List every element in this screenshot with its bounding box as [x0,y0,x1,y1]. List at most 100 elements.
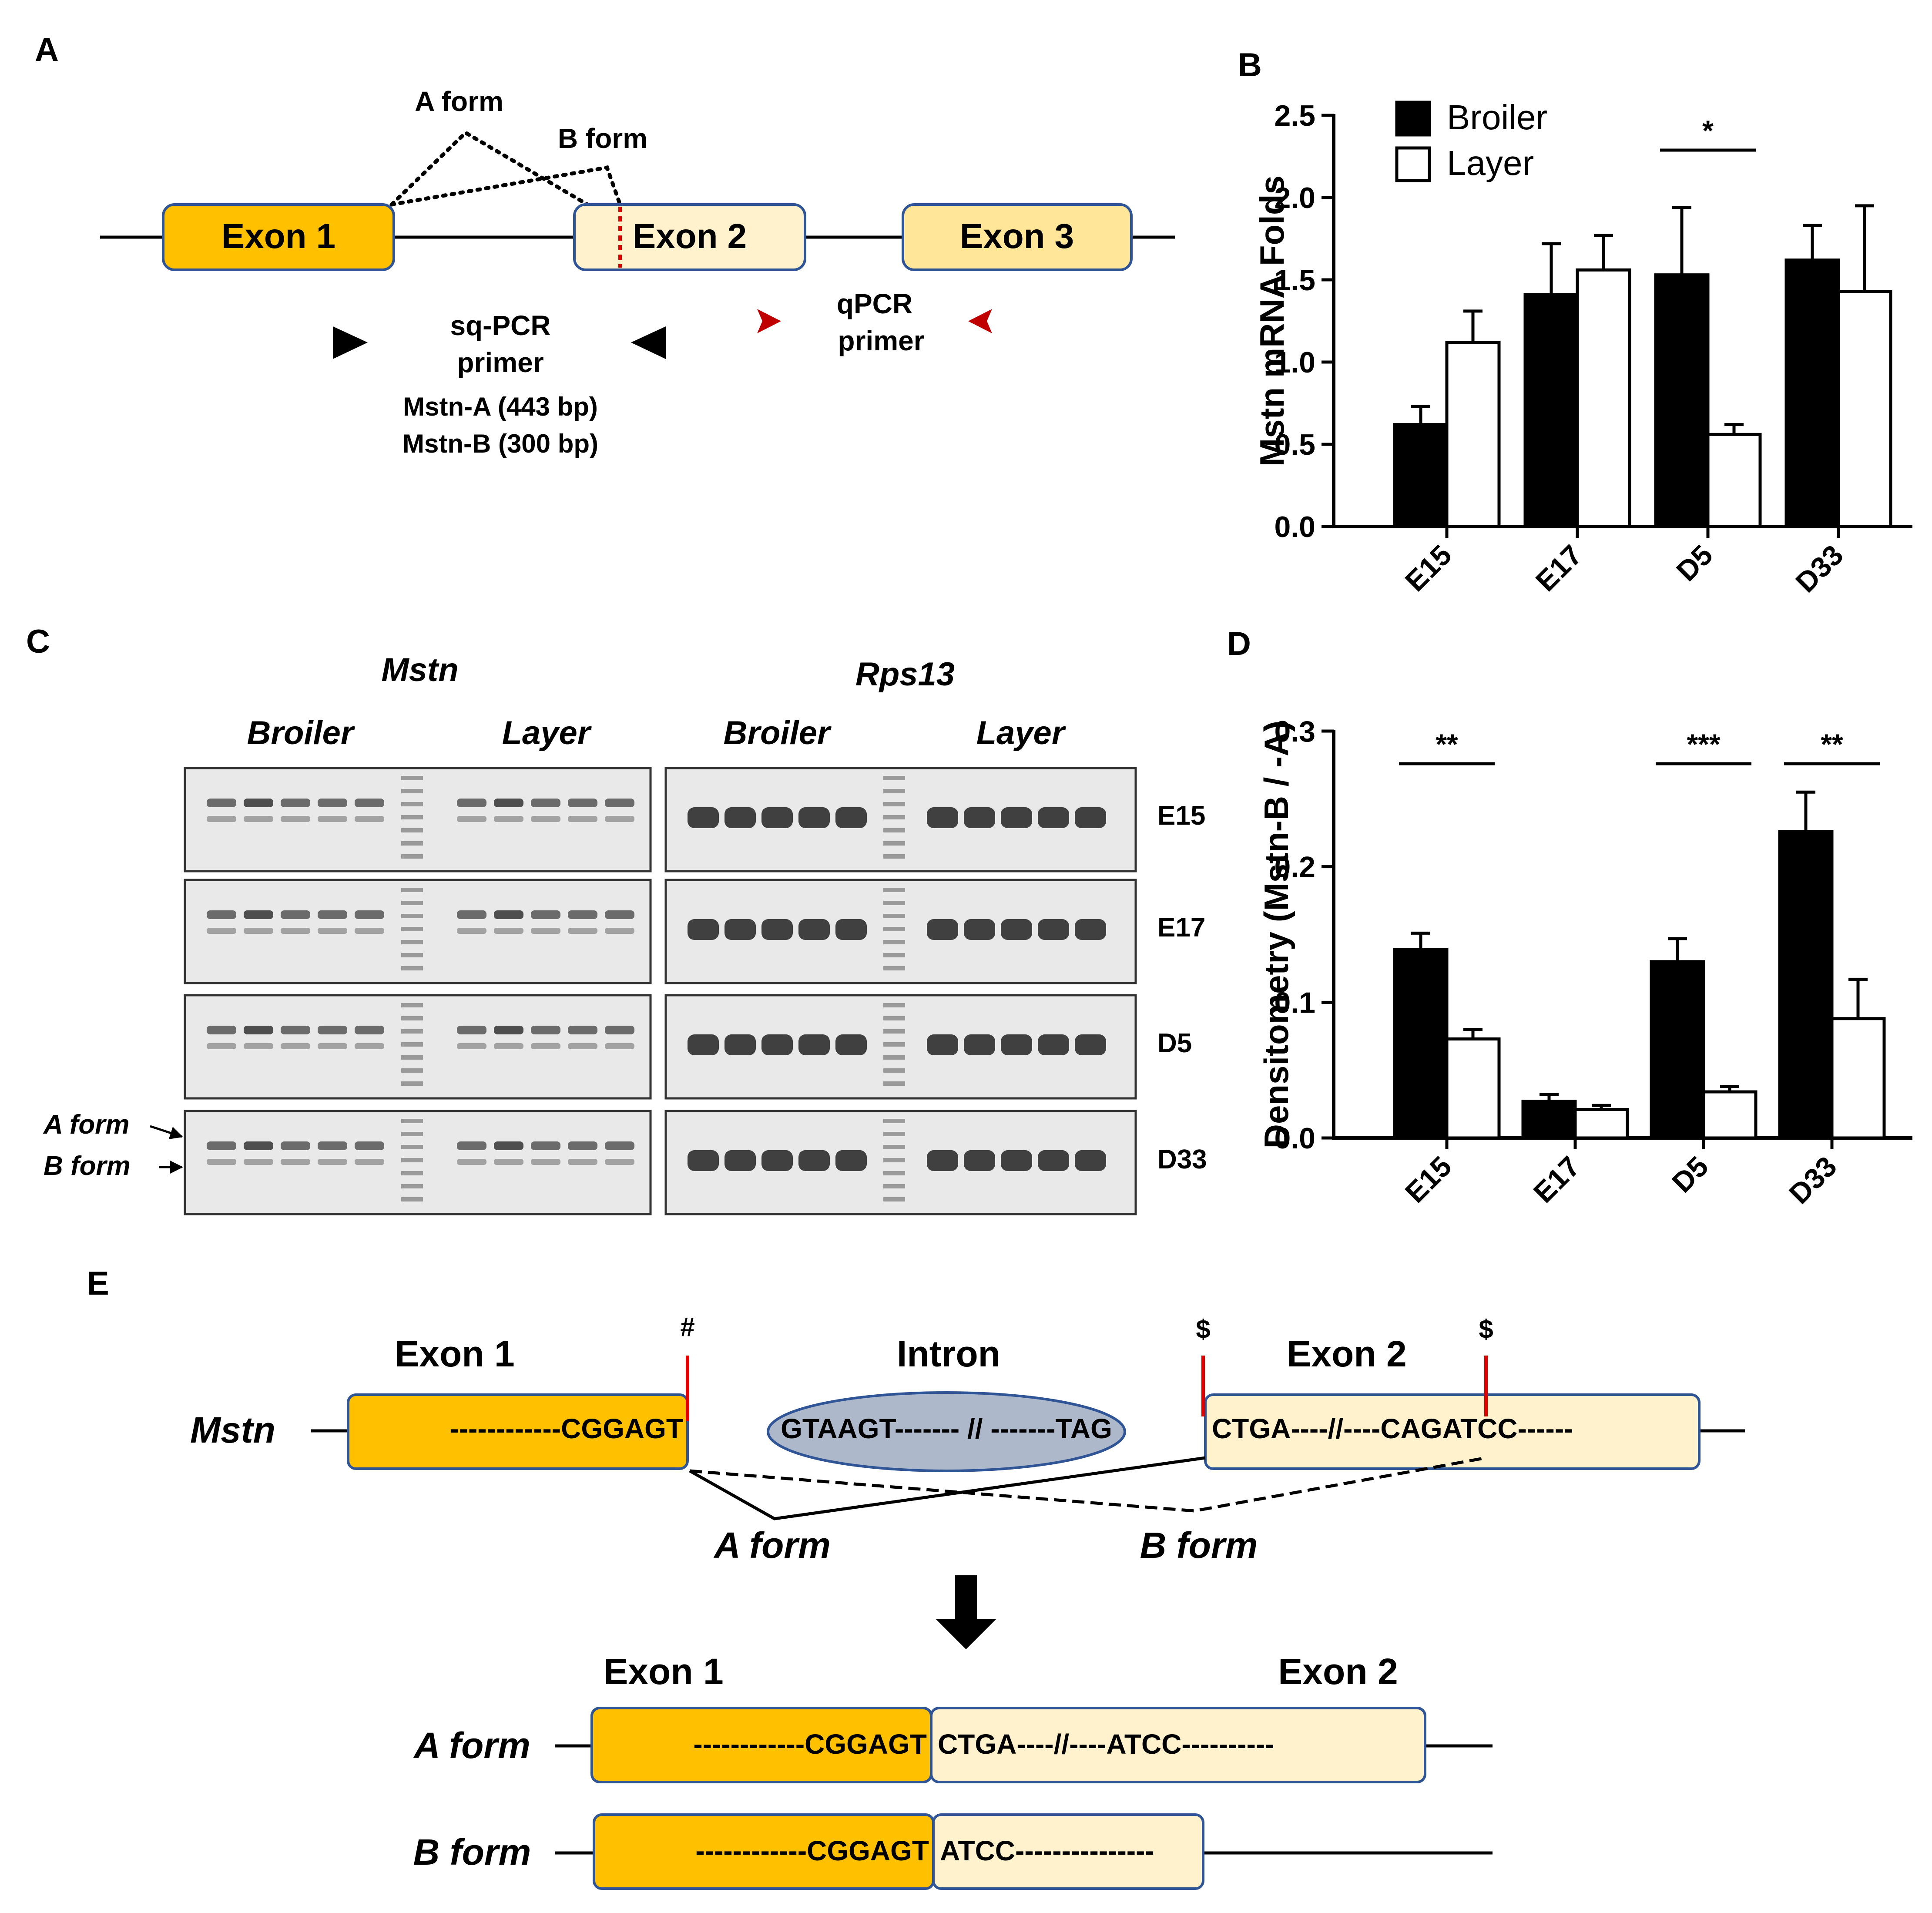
ladder-band [401,901,423,905]
gel-band-a-form [457,1026,486,1034]
gel-band-b-form [605,816,634,822]
gel-band-b-form [281,1159,310,1165]
gel-band-a-form [568,799,597,807]
sq-pcr-reverse-primer-icon [631,326,666,359]
gel-b-form-label: B form [44,1151,131,1181]
exon3-box [902,203,1133,271]
ladder-band [883,1042,905,1047]
e-result-b-exon2-box [932,1813,1204,1890]
gel-band-rps13 [688,919,719,940]
gel-band-a-form [494,910,523,919]
ladder-band [401,828,423,832]
gel-band-rps13 [1001,1034,1032,1055]
ladder-band [401,1158,423,1162]
exon2-box [573,203,806,271]
e-b-form-splice-line [689,1456,1486,1513]
gel-band-a-form [531,1141,560,1150]
ladder-band [401,841,423,846]
e-hash-marker: # [680,1312,694,1342]
gel-band-a-form [494,1141,523,1150]
y-tick-label: 0.2 [1274,851,1315,884]
gel-band-b-form [318,928,347,934]
significance-label: ** [1821,728,1843,760]
y-tick-label: 0.5 [1274,428,1315,461]
ladder-band [401,888,423,892]
gel-band-a-form [355,1141,384,1150]
gel-band-a-form [494,799,523,807]
gel-band-b-form [531,816,560,822]
gel-band-rps13 [761,919,793,940]
gel-band-a-form [457,799,486,807]
a-form-splice-line [389,130,590,207]
bar-layer-d5 [1702,1090,1758,1140]
gel-band-b-form [244,928,273,934]
significance-label: ** [1436,728,1458,760]
gel-band-rps13 [761,807,793,828]
gel-a-form-label: A form [43,1110,129,1140]
bar-layer-e15 [1445,1037,1501,1140]
ladder-band [401,802,423,806]
gel-band-rps13 [1038,1034,1069,1055]
e-result-a-exon2-box [930,1707,1426,1783]
gel-band-a-form [355,1026,384,1034]
y-tick-label: 0.1 [1274,986,1315,1019]
e-exon2-label: Exon 2 [1287,1333,1406,1374]
gel-band-b-form [494,816,523,822]
ladder-band [883,828,905,832]
e-result-a-exon1-sequence: ------------CGGAGT [693,1728,927,1760]
gel-band-rps13 [1001,1150,1032,1171]
ladder-band [883,789,905,793]
gel-band-a-form [605,1141,634,1150]
gel-band-a-form [605,1026,634,1034]
e-exon1-label: Exon 1 [395,1333,514,1374]
e-result-b-exon1-sequence: ------------CGGAGT [695,1835,929,1866]
e-mstn-label: Mstn [190,1410,275,1450]
gel-band-b-form [531,1043,560,1049]
gel-band-rps13 [688,807,719,828]
x-tick-label: E17 [1527,1150,1586,1209]
e-a-form-splice-line [689,1456,1206,1520]
y-tick-label: 0.3 [1274,715,1315,748]
e-exon1-sequence: ------------CGGAGT [449,1413,683,1444]
gel-band-b-form [568,1159,597,1165]
ladder-band [883,940,905,944]
gel-band-rps13 [688,1150,719,1171]
exon2-label: Exon 2 [633,217,747,255]
panel-label-c: C [26,623,50,660]
ladder-band [401,1055,423,1060]
panel-c-gels: Mstn Rps13 Broiler Layer Broiler Layer E… [43,651,1207,1215]
gel-band-rps13 [724,807,756,828]
ladder-band [401,1029,423,1034]
gel-mstn-broiler-label: Broiler [247,715,356,752]
e-result-exon2-label: Exon 2 [1278,1651,1398,1692]
gel-band-b-form [355,928,384,934]
gel-band-rps13 [798,807,830,828]
ladder-band [883,1003,905,1007]
legend-label-layer: Layer [1447,144,1534,182]
gel-row-label-e15: E15 [1157,801,1205,831]
ladder-band [883,1158,905,1162]
bar-broiler-d33 [1784,258,1840,528]
gel-band-a-form [281,1026,310,1034]
gel-band-a-form [207,1026,236,1034]
gel-band-a-form [318,910,347,919]
ladder-band [401,1184,423,1188]
gel-band-b-form [207,1159,236,1165]
gel-band-rps13 [724,919,756,940]
gel-band-b-form [457,1159,486,1165]
ladder-band [401,953,423,957]
bar-broiler-d5 [1650,960,1705,1140]
bar-layer-e15 [1445,341,1501,528]
gel-band-rps13 [1001,919,1032,940]
exon1-label: Exon 1 [221,217,335,255]
y-tick-label: 1.0 [1274,346,1315,379]
gel-band-rps13 [927,919,958,940]
gel-row-label-d5: D5 [1157,1028,1192,1058]
gel-band-rps13 [927,807,958,828]
gel-band-b-form [355,1159,384,1165]
gel-band-a-form [568,1026,597,1034]
ladder-band [883,776,905,780]
gel-band-b-form [355,816,384,822]
